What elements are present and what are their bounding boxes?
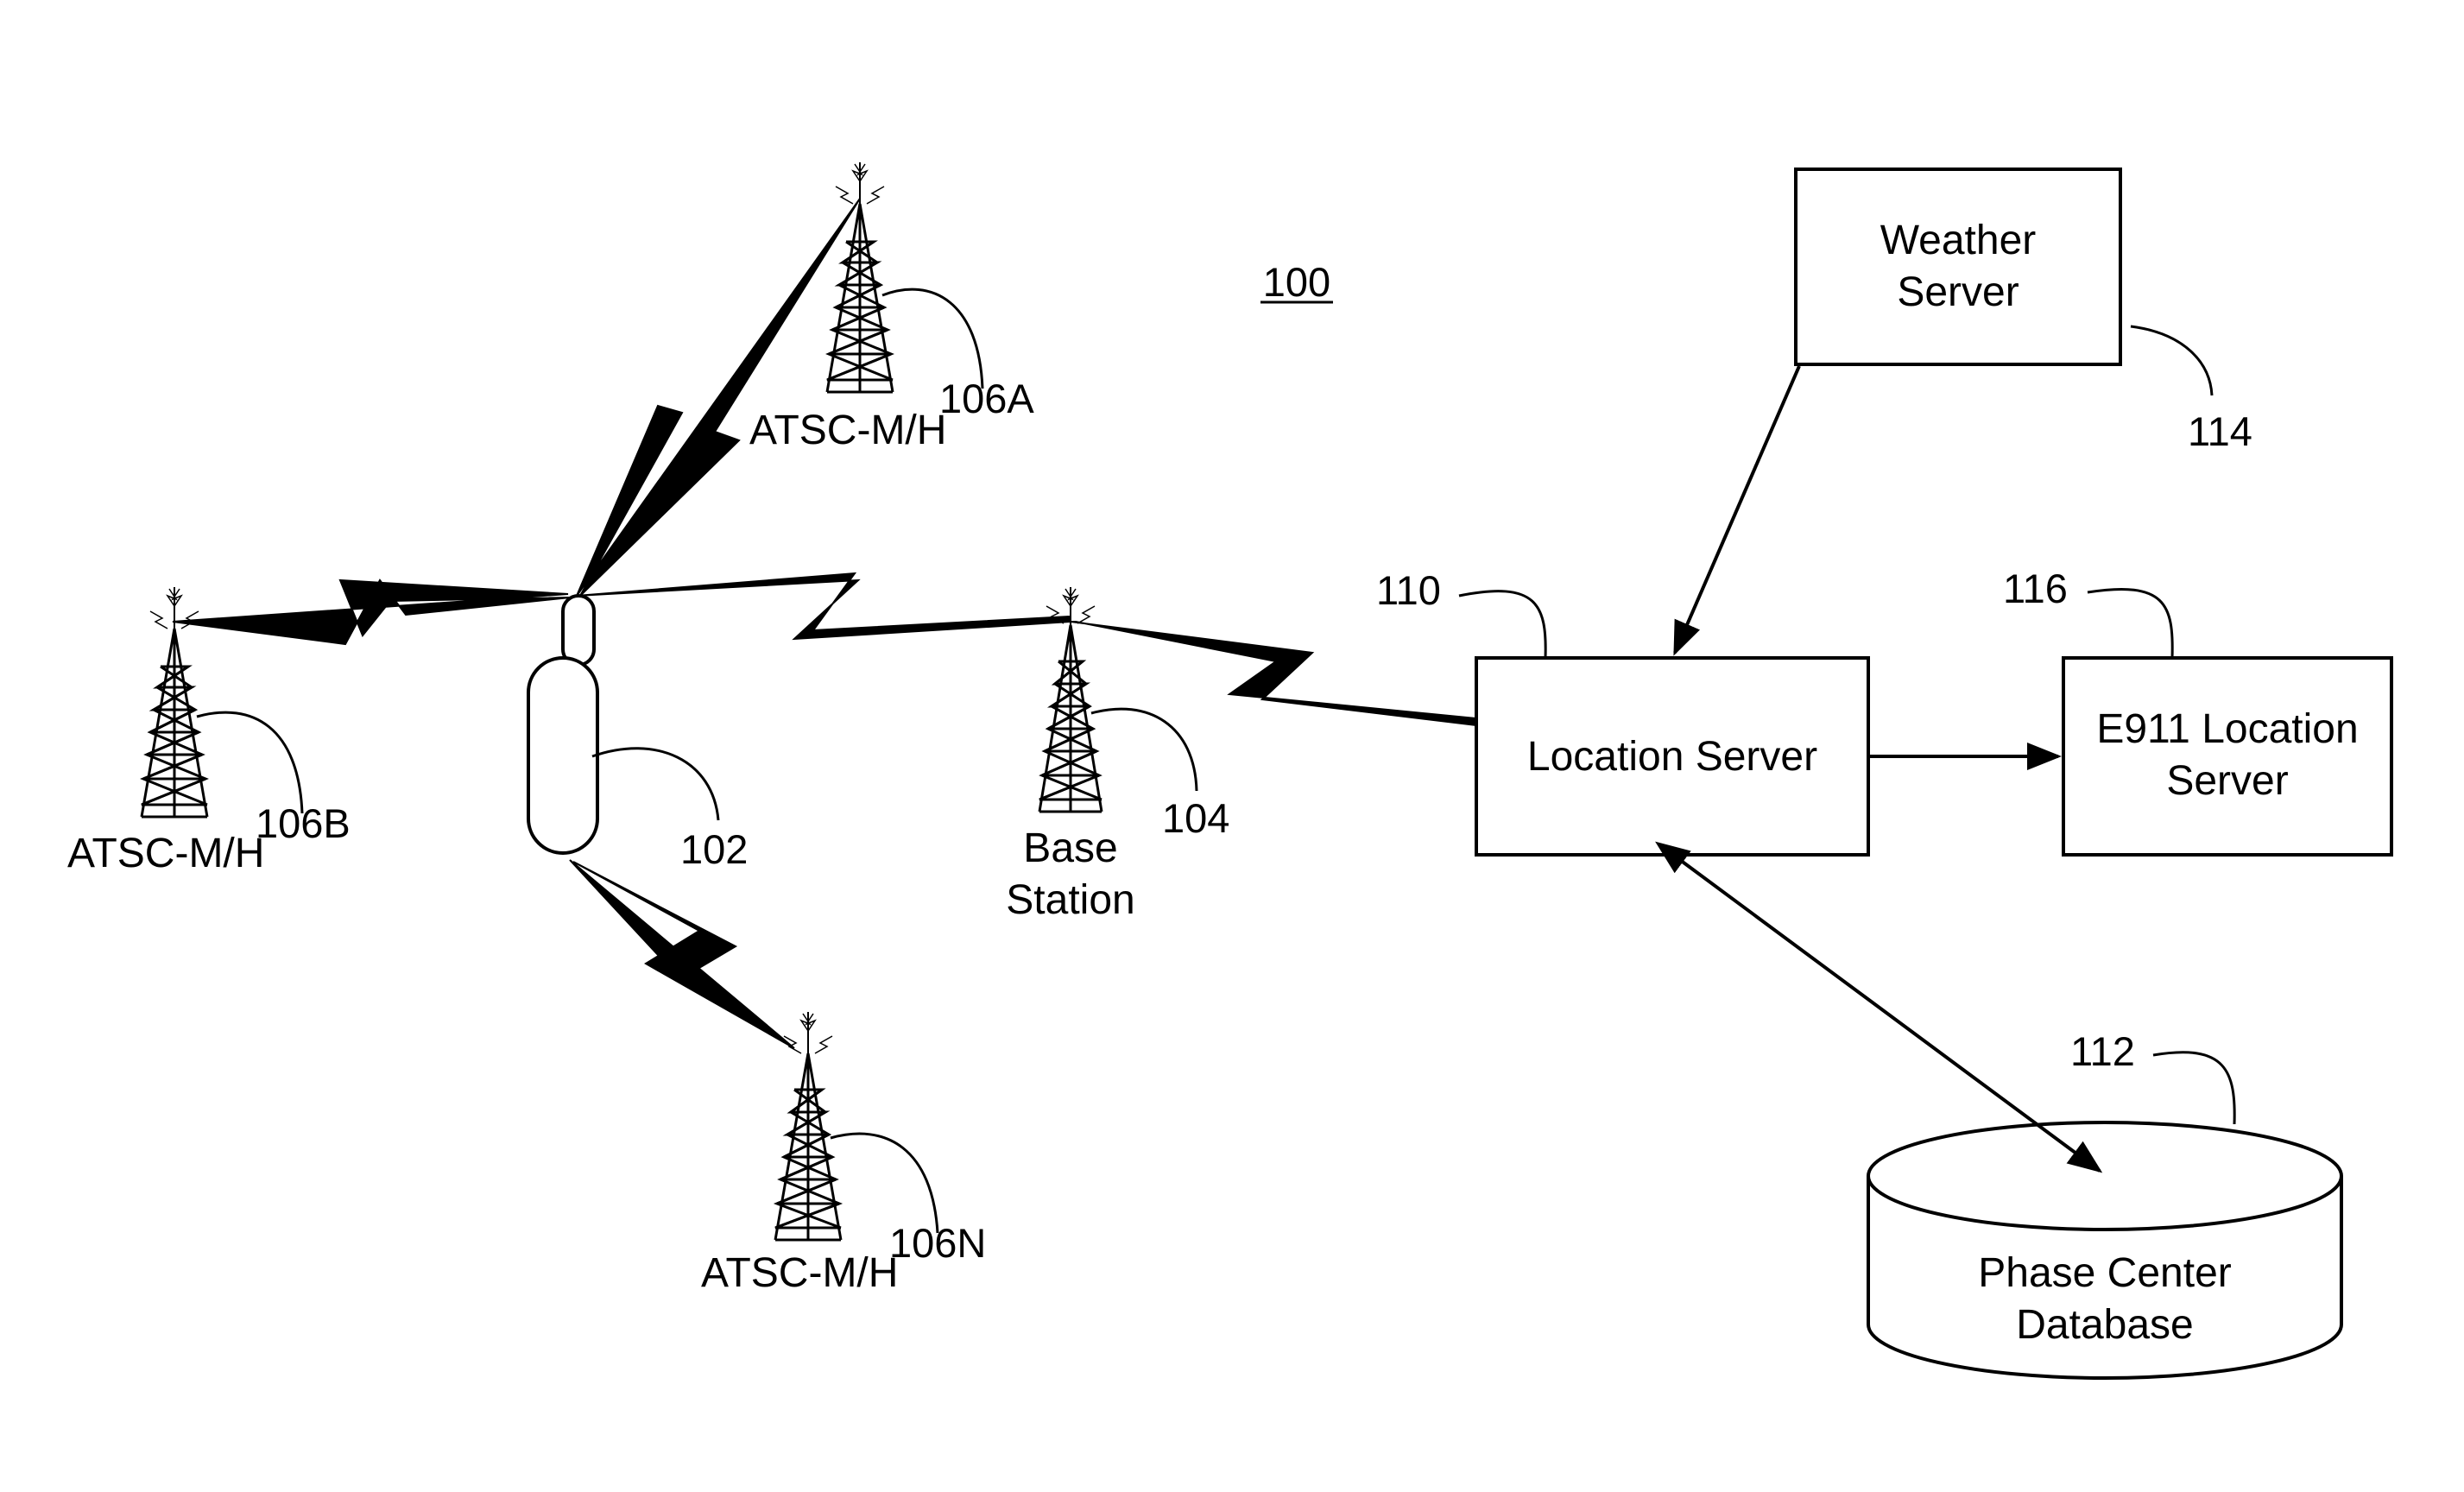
phase-center-db-label-line2: Database <box>2016 1302 2193 1348</box>
base-station-104-leader <box>1091 709 1197 791</box>
tower-106b-leader <box>197 712 302 813</box>
e911-server-leader <box>2088 589 2172 658</box>
wireless-link-handset-to-104 <box>577 573 1071 639</box>
arrow-weather-to-location-server <box>1675 366 1799 653</box>
phase-center-db-leader <box>2153 1053 2234 1124</box>
tower-106n-icon <box>775 1012 841 1240</box>
handset-102-ref: 102 <box>680 826 748 872</box>
tower-106b-label: ATSC-M/H <box>67 831 264 876</box>
tower-106a-label: ATSC-M/H <box>749 408 946 453</box>
tower-106n-leader <box>831 1134 938 1233</box>
weather-server-leader <box>2131 326 2212 395</box>
weather-server-label-line1: Weather <box>1880 218 2037 263</box>
wireless-link-handset-to-106n <box>570 860 794 1048</box>
phase-center-db-label-line1: Phase Center <box>1978 1250 2232 1296</box>
e911-server-ref: 116 <box>2003 566 2068 611</box>
phase-center-db-ref: 112 <box>2070 1028 2135 1074</box>
location-server-ref: 110 <box>1376 567 1441 613</box>
weather-server-box <box>1796 169 2120 364</box>
base-station-label-line1: Base <box>1023 825 1117 871</box>
weather-server-label-line2: Server <box>1897 269 2019 315</box>
wireless-link-handset-to-106a <box>577 199 860 596</box>
e911-server-label-line2: Server <box>2166 758 2288 804</box>
e911-server-label-line1: E911 Location <box>2096 706 2358 752</box>
location-server-leader <box>1459 591 1545 658</box>
wireless-link-handset-to-106b <box>173 580 570 644</box>
handset-102-leader <box>592 749 718 820</box>
tower-106a-leader <box>882 289 982 389</box>
tower-106b-ref: 106B <box>256 800 351 846</box>
figure-ref-label: 100 <box>1263 259 1330 305</box>
handset-102-icon <box>528 596 597 853</box>
base-station-label-line2: Station <box>1006 877 1134 923</box>
location-server-label: Location Server <box>1527 734 1817 780</box>
weather-server-ref: 114 <box>2188 408 2252 454</box>
tower-106n-label: ATSC-M/H <box>701 1250 898 1296</box>
arrow-location-server-to-database <box>1680 860 2100 1171</box>
base-station-104-ref: 104 <box>1162 795 1229 841</box>
tower-106a-ref: 106A <box>939 376 1034 421</box>
tower-106a-icon <box>827 162 893 392</box>
tower-106n-ref: 106N <box>889 1220 986 1266</box>
e911-server-box <box>2063 658 2391 855</box>
